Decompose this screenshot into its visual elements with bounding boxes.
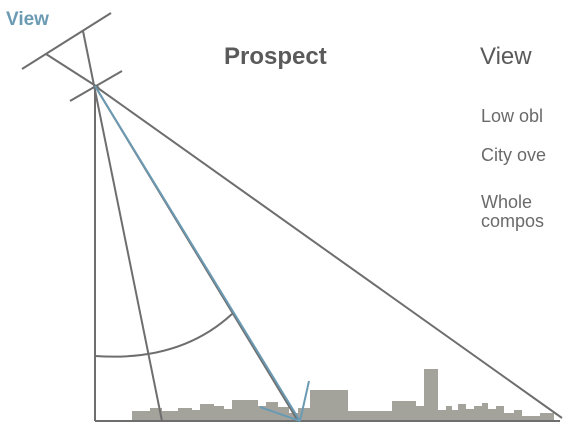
target-mark-right: [299, 380, 310, 422]
row-text-whole-composition: Whole compos: [481, 192, 545, 231]
horizon-ray-line: [94, 85, 563, 419]
row-text-city-overview: City ove: [481, 145, 547, 165]
upper-perpendicular-bar: [21, 12, 112, 70]
view-heading: View: [480, 43, 532, 70]
corner-label: View: [6, 9, 49, 30]
angle-arc: [94, 313, 233, 358]
row-text-low-oblique: Low obl: [481, 106, 544, 126]
prospect-heading: Prospect: [224, 43, 327, 70]
viewpoint-diagonal-tick: [45, 53, 100, 89]
viewer-axis-line: [82, 30, 163, 422]
city-skyline: [132, 369, 554, 421]
target-mark-left: [259, 406, 301, 422]
sight-line: [94, 85, 301, 422]
